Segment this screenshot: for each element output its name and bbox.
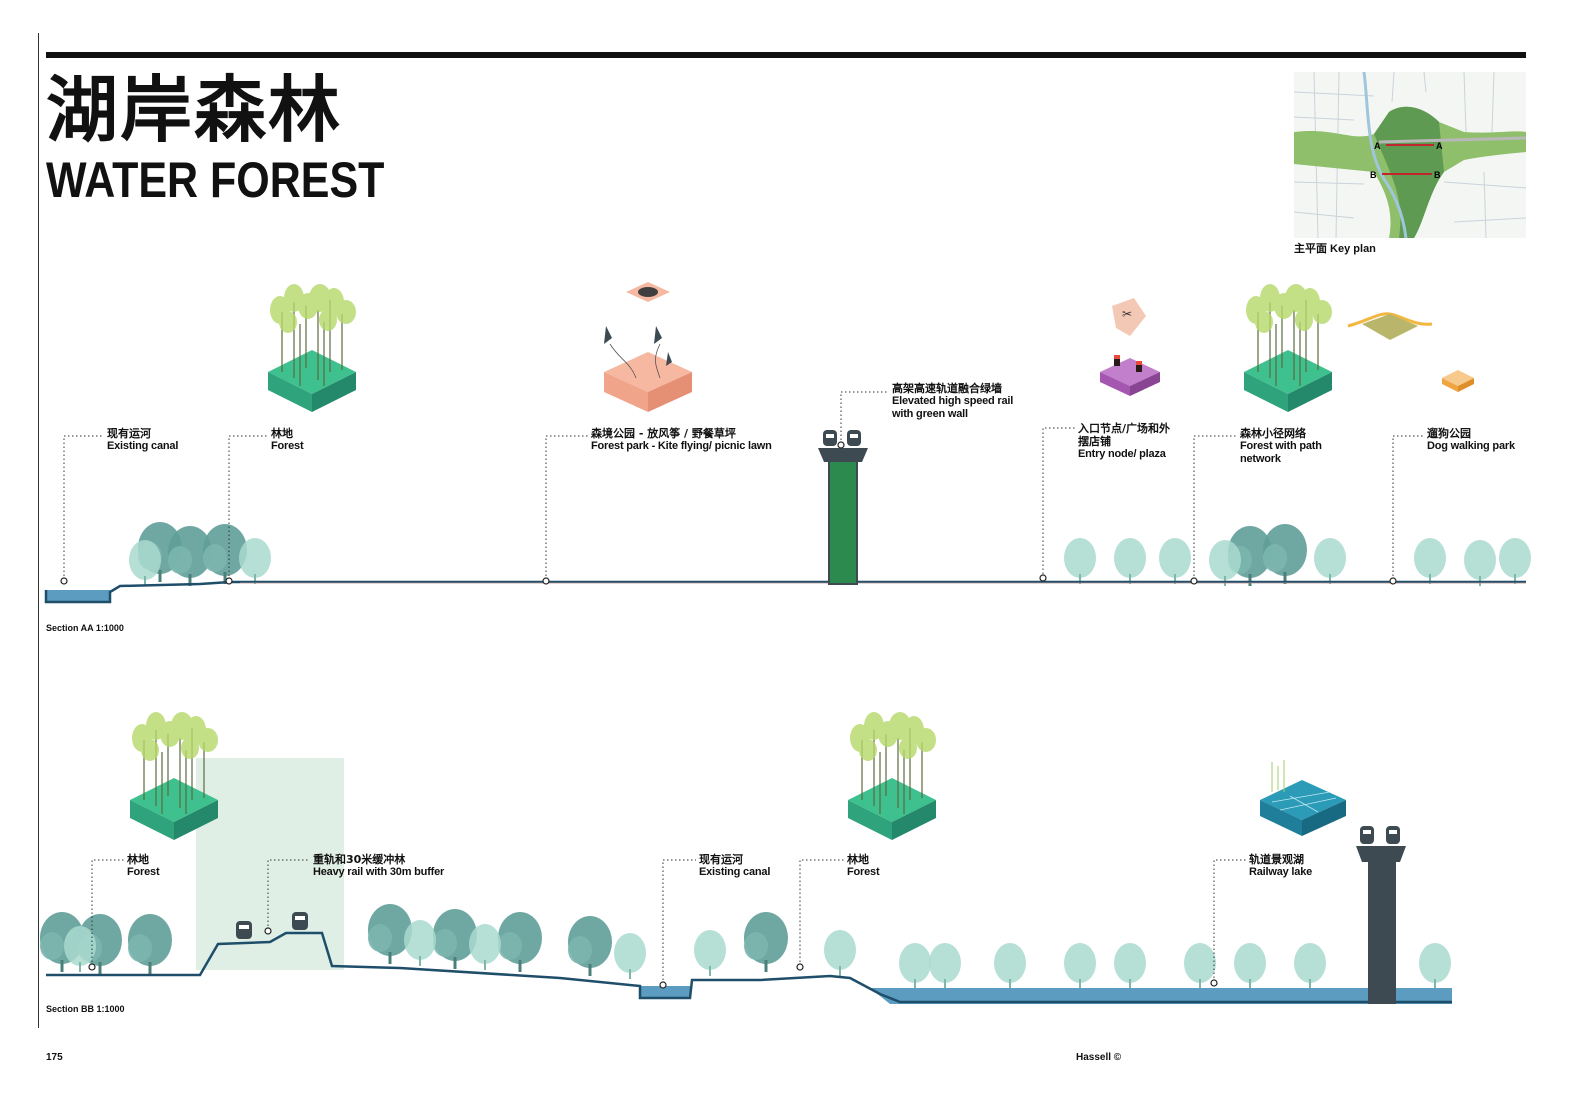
section-bb-ground-line (46, 931, 1452, 1004)
left-rule (38, 33, 39, 1028)
keyplan-marker-b-left: B (1370, 170, 1377, 180)
section-bb-caption: Section BB 1:1000 (46, 1004, 125, 1014)
page-title-cn: 湖岸森林 (46, 68, 343, 152)
key-plan-caption: 主平面 Key plan (1294, 243, 1376, 255)
section-bb-elevated-rail (1356, 826, 1406, 1004)
section-aa-caption: Section AA 1:1000 (46, 623, 124, 633)
section-bb-heavy-rail-trains (236, 912, 308, 939)
keyplan-marker-a-right: A (1436, 141, 1443, 151)
section-bb-buffer-zone (196, 758, 344, 970)
section-aa-canal-water (46, 590, 110, 602)
top-rule (46, 52, 1526, 58)
section-bb-forest-icon-right (847, 711, 937, 841)
page-number: 175 (46, 1052, 63, 1063)
section-aa-picnic-icon (604, 282, 692, 412)
section-aa-plaza-icon: ✂ (1100, 298, 1160, 396)
section-aa-elevated-rail (818, 430, 868, 585)
section-aa-ground-line (44, 580, 1526, 604)
page-title-en: WATER FOREST (46, 152, 385, 208)
svg-text:✂: ✂ (1122, 307, 1132, 321)
section-bb-leaders (91, 859, 1246, 984)
section-bb-canal-water (640, 986, 690, 998)
section-aa-dog-park-icon (1347, 312, 1474, 392)
section-bb-railway-lake-icon (1260, 760, 1346, 836)
section-aa-leaders (63, 391, 1424, 580)
section-bb-lake-water (870, 988, 1452, 1004)
key-plan-map: A A B B (1294, 72, 1526, 238)
keyplan-marker-b-right: B (1434, 170, 1441, 180)
credit: Hassell © (1076, 1052, 1122, 1063)
keyplan-marker-a-left: A (1374, 141, 1381, 151)
section-aa-forest-icon (267, 283, 357, 413)
section-aa-forest-path-icon (1243, 283, 1333, 413)
